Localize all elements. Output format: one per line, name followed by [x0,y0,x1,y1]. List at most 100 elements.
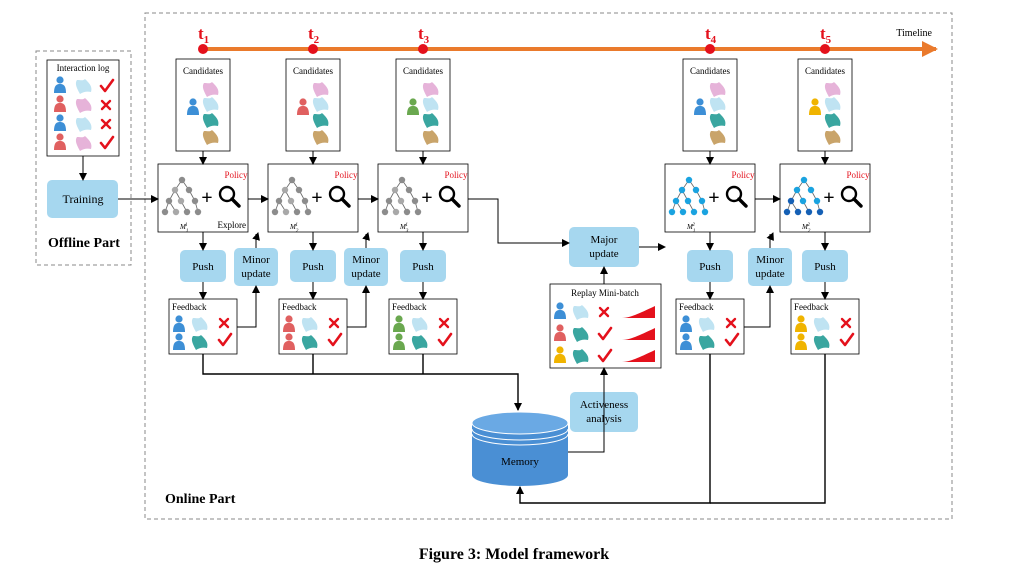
tree-node [288,176,296,184]
timeline-point-index: 4 [711,34,717,46]
model-label: M21 [289,223,299,234]
magnifier-lens [218,185,236,203]
minor-update-box [344,248,388,286]
online-part-title: Online Part [165,492,236,507]
model-label: M22 [801,223,811,234]
push-box [180,250,226,282]
policy-label: Policy [846,170,870,180]
minor-update-label-line1: Minor [352,254,380,266]
timeline-point [418,44,428,54]
model-label-sub: 1 [186,229,188,234]
training-box [47,180,118,218]
feedback-label: Feedback [282,302,317,312]
timeline-point-label: t3 [418,24,430,46]
activeness-wave-icon [620,306,655,318]
memory-label: Memory [501,456,539,468]
feedback-to-minor-arrow [347,285,370,328]
minor-update-label-line1: Minor [242,254,270,266]
candidates-label: Candidates [690,66,730,76]
minor-update-box [234,248,278,286]
model-tree-icon [783,176,824,216]
feedback-to-memory-arrow [202,354,522,411]
model-label: M12 [686,223,695,234]
major-update-label-line1: Major [591,234,618,246]
minor-to-policy-arrow [252,232,260,241]
tree-node [301,197,309,205]
timeline-point-letter: t [198,24,204,43]
tree-node [177,197,185,205]
tree-node [668,208,676,216]
memory-to-activeness-line [568,432,605,453]
tree-node [799,197,807,205]
feedback-label: Feedback [679,302,714,312]
online-part-region [144,12,953,520]
policy-label: Policy [731,170,755,180]
candidates-label: Candidates [403,66,443,76]
timeline-point-letter: t [308,24,314,43]
feedback-to-minor-arrow [744,285,774,328]
push-label: Push [302,261,324,273]
tree-node [690,208,698,216]
candidates-box [395,58,451,152]
push-label: Push [699,261,721,273]
tree-node [392,208,400,216]
model-label-sub: 1 [693,229,696,234]
feedback-to-minor-arrow [237,285,260,328]
tree-node [793,186,801,194]
tree-node [405,186,413,194]
magnifier-handle [852,197,863,208]
tree-node [282,208,290,216]
tree-node [391,186,399,194]
tree-node [191,197,199,205]
plus-sign: + [708,187,719,209]
tree-node [679,208,687,216]
model-label-base: M [686,223,694,231]
tree-node [385,197,393,205]
magnifier-handle [230,197,241,208]
activeness-wave-icon [620,328,655,340]
magnifier-icon [840,185,863,208]
tree-node [165,197,173,205]
tree-node [787,197,795,205]
model-label-sup: 2 [692,223,695,228]
candidates-label: Candidates [293,66,333,76]
magnifier-lens [725,185,743,203]
tree-node [685,176,693,184]
push-box [290,250,336,282]
timeline-point-index: 1 [204,34,210,46]
candidates-box [682,58,738,152]
tree-node [397,197,405,205]
timeline-point [820,44,830,54]
minor-to-policy-arrow [362,232,370,241]
minor-update-label-line2: update [351,268,380,280]
memory-database [471,411,569,486]
model-label-base: M [399,223,407,231]
model-label-sub: 2 [296,229,299,234]
tree-node [701,208,709,216]
connectors [79,151,829,504]
candidates-label: Candidates [805,66,845,76]
tree-node [185,186,193,194]
timeline-point-index: 3 [424,34,430,46]
model-label-base: M [179,223,187,231]
offline-part-title: Offline Part [48,236,120,251]
feedback-label: Feedback [794,302,829,312]
magnifier-handle [737,197,748,208]
timeline-point [705,44,715,54]
model-label-sup: 2 [807,223,810,228]
candidates-box [797,58,853,152]
model-label-sup: 1 [295,223,298,228]
tree-node [398,176,406,184]
policy-label: Policy [444,170,468,180]
minor-update-label-line2: update [241,268,270,280]
model-label: M11 [179,223,188,234]
explore-label: Explore [218,220,247,230]
magnifier-handle [340,197,351,208]
tree-node [684,197,692,205]
major-update-label-line2: update [589,248,618,260]
magnifier-icon [438,185,461,208]
